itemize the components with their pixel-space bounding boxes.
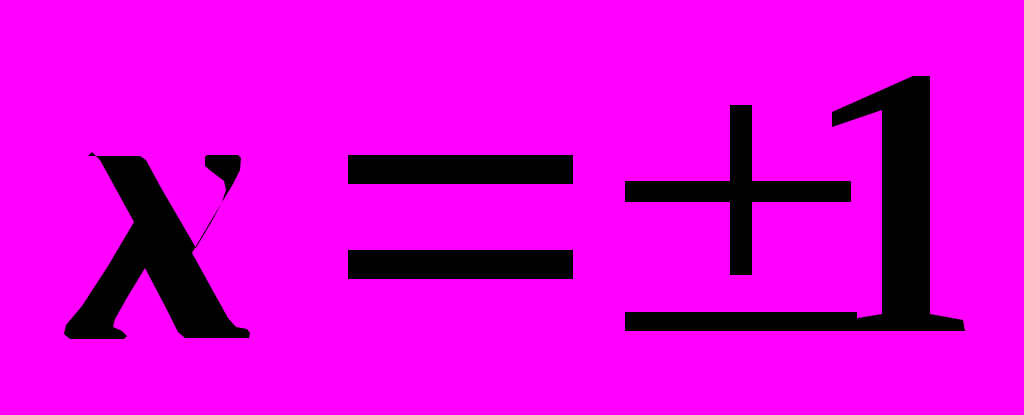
variable-x-glyph	[64, 152, 250, 339]
plus-minus-glyph	[625, 105, 857, 331]
digit-one-base-serif	[846, 320, 965, 331]
digit-one-glyph	[832, 76, 965, 331]
plus-minus-underbar	[625, 312, 857, 331]
equals-lower-bar	[348, 250, 573, 279]
equals-sign-glyph	[348, 155, 573, 279]
plus-minus-cross-bar	[625, 181, 851, 202]
equals-upper-bar	[348, 155, 573, 184]
